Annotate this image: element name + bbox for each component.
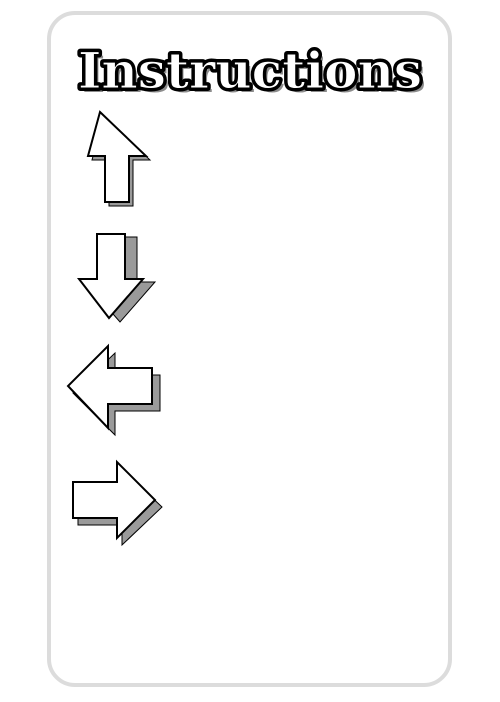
instructions-title-text: Instructions: [78, 41, 422, 100]
instructions-title-outline: Instructions: [78, 41, 422, 100]
instructions-panel: [47, 11, 452, 687]
left-arrow-icon: [64, 343, 164, 437]
up-arrow-icon: [72, 110, 162, 212]
instructions-title-shadow: Instructions: [82, 45, 426, 104]
right-arrow-icon: [68, 459, 164, 547]
down-arrow-icon: [72, 230, 162, 326]
instructions-title: Instructions Instructions Instructions: [75, 38, 426, 104]
